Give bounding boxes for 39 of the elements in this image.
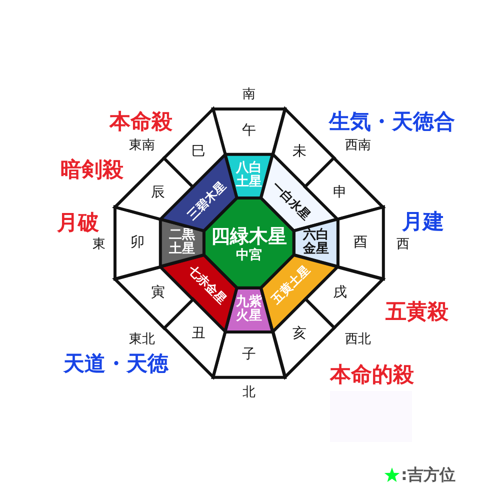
- branch-name: 申: [333, 184, 348, 200]
- branch-name: 午: [242, 124, 256, 140]
- star-name: 四緑木星: [210, 226, 287, 248]
- branch-name: 卯: [130, 235, 144, 251]
- branch-name: 辰: [150, 184, 165, 200]
- star-name: 三碧木星: [184, 178, 228, 222]
- branch-name: 寅: [150, 286, 165, 301]
- direction-label: 東南: [129, 138, 155, 154]
- direction-label: 西: [396, 238, 410, 252]
- direction-label: 西北: [345, 332, 371, 348]
- direction-label: 東: [92, 238, 106, 252]
- annotation-label: 生気・天徳合: [329, 110, 455, 134]
- annotation-label: 本命殺: [110, 110, 172, 134]
- branch-name: 巳: [192, 144, 206, 160]
- branch-name: 酉: [354, 235, 368, 251]
- direction-label: 北: [242, 386, 256, 400]
- star-name: 一白水星: [270, 178, 314, 222]
- direction-label: 西南: [345, 138, 371, 154]
- palace-name: 中宮: [236, 248, 262, 264]
- direction-label: 東北: [129, 332, 155, 348]
- direction-label: 南: [242, 88, 256, 102]
- branch-name: 子: [242, 346, 256, 362]
- star-name: 六白金星: [302, 228, 329, 258]
- annotation-label: 月建: [402, 210, 444, 234]
- branch-name: 戌: [333, 286, 348, 301]
- annotation-label: 本命的殺: [330, 363, 414, 387]
- annotation-label: 月破: [57, 211, 99, 235]
- star-name: 八白土星: [236, 162, 262, 190]
- annotation-label: 天道・天徳: [64, 352, 168, 376]
- star-name: 七赤金星: [184, 264, 228, 308]
- legend-label: :吉方位: [401, 466, 456, 484]
- star-name: 九紫火星: [236, 296, 262, 324]
- star-name: 五黄土星: [270, 264, 314, 308]
- branch-name: 丑: [192, 326, 206, 342]
- star-name: 二黒土星: [169, 228, 196, 258]
- branch-name: 亥: [292, 326, 306, 342]
- annotation-label: 五黄殺: [386, 300, 448, 324]
- branch-name: 未: [292, 144, 306, 160]
- annotation-label: 暗剣殺: [60, 158, 124, 182]
